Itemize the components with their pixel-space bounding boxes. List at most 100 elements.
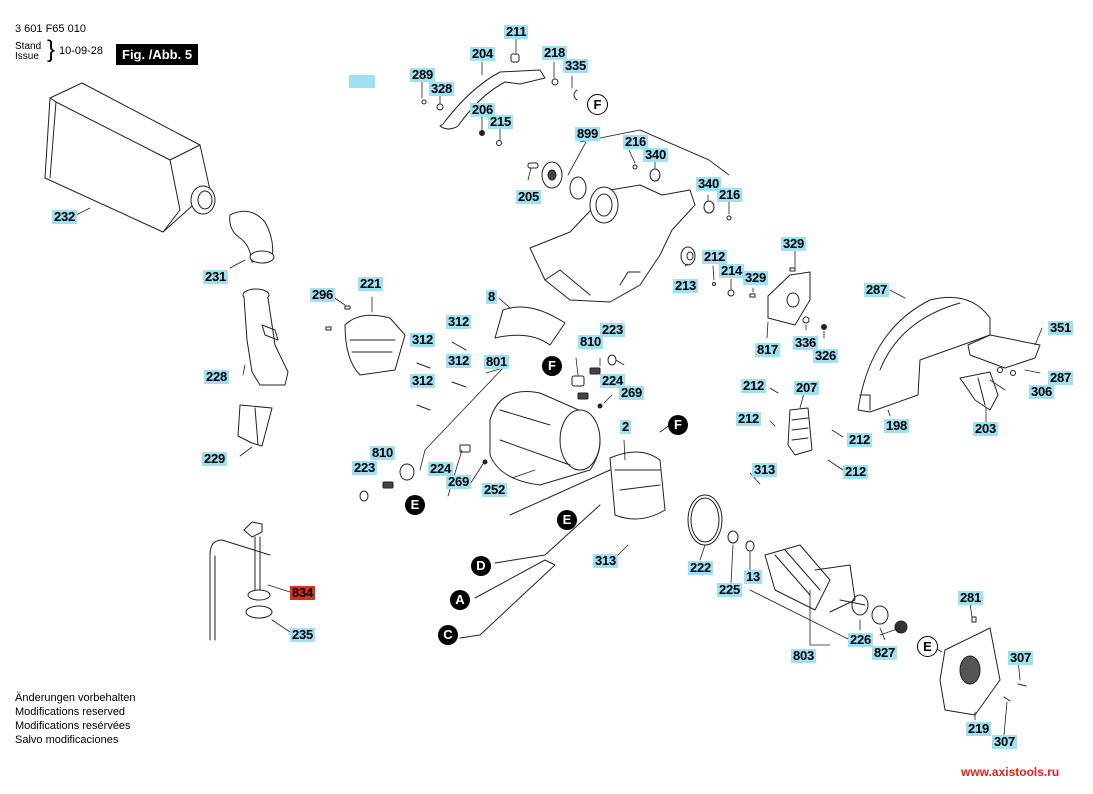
- connector-a[interactable]: A: [450, 590, 470, 610]
- callout-223b[interactable]: 223: [352, 460, 378, 475]
- part-198-upper-guard[interactable]: [857, 296, 991, 413]
- part-899-flange[interactable]: [541, 161, 587, 200]
- part-204-lever[interactable]: [439, 69, 546, 130]
- callout-827[interactable]: 827: [872, 645, 898, 660]
- callout-205[interactable]: 205: [516, 189, 542, 204]
- part-8-sheet[interactable]: [494, 306, 566, 346]
- callout-228[interactable]: 228: [204, 369, 230, 384]
- callout-269a[interactable]: 269: [619, 385, 645, 400]
- connector-f-brush[interactable]: F: [542, 356, 562, 376]
- part-231-elbow[interactable]: [229, 210, 275, 264]
- callout-213[interactable]: 213: [673, 278, 699, 293]
- callout-212b[interactable]: 212: [741, 378, 767, 393]
- callout-218[interactable]: 218: [542, 45, 568, 60]
- callout-899[interactable]: 899: [575, 126, 601, 141]
- callout-801[interactable]: 801: [484, 354, 510, 369]
- callout-223a[interactable]: 223: [600, 322, 626, 337]
- part-351-bracket[interactable]: [967, 334, 1041, 376]
- part-207-handle[interactable]: [787, 407, 813, 456]
- callout-207[interactable]: 207: [794, 380, 820, 395]
- callout-214[interactable]: 214: [719, 263, 745, 278]
- callout-216b[interactable]: 216: [717, 187, 743, 202]
- callout-329b[interactable]: 329: [743, 270, 769, 285]
- callout-231[interactable]: 231: [203, 269, 229, 284]
- callout-307a[interactable]: 307: [1008, 650, 1034, 665]
- part-817-plate[interactable]: [712, 267, 827, 330]
- connector-f-stator[interactable]: F: [668, 415, 688, 435]
- callout-336[interactable]: 336: [793, 335, 819, 350]
- callout-235[interactable]: 235: [290, 627, 316, 642]
- callout-328[interactable]: 328: [429, 81, 455, 96]
- callout-312a[interactable]: 312: [446, 314, 472, 329]
- part-801-motor-housing[interactable]: [489, 391, 601, 486]
- callout-225[interactable]: 225: [717, 582, 743, 597]
- connector-c[interactable]: C: [438, 625, 458, 645]
- part-228-chute[interactable]: [242, 288, 289, 386]
- connector-e-endcap[interactable]: E: [917, 636, 938, 657]
- callout-229[interactable]: 229: [202, 451, 228, 466]
- part-222-ring[interactable]: [687, 494, 723, 546]
- callout-212a[interactable]: 212: [702, 249, 728, 264]
- callout-312c[interactable]: 312: [446, 353, 472, 368]
- part-13-bearing[interactable]: [745, 540, 755, 552]
- callout-221[interactable]: 221: [358, 276, 384, 291]
- callout-312d[interactable]: 312: [410, 373, 436, 388]
- part-235-washer[interactable]: [245, 605, 273, 619]
- callout-810b[interactable]: 810: [370, 445, 396, 460]
- callout-340b[interactable]: 340: [696, 176, 722, 191]
- callout-252[interactable]: 252: [482, 482, 508, 497]
- callout-222[interactable]: 222: [688, 560, 714, 575]
- connector-d[interactable]: D: [471, 556, 491, 576]
- callout-211[interactable]: 211: [504, 24, 529, 39]
- callout-313a[interactable]: 313: [752, 462, 778, 477]
- callout-312b[interactable]: 312: [410, 332, 436, 347]
- callout-817[interactable]: 817: [755, 342, 781, 357]
- callout-306[interactable]: 306: [1029, 384, 1055, 399]
- part-834-hold-down-bolt[interactable]: [209, 521, 271, 641]
- callout-212c[interactable]: 212: [736, 411, 762, 426]
- callout-224b[interactable]: 224: [428, 461, 454, 476]
- callout-307b[interactable]: 307: [992, 734, 1018, 749]
- callout-219[interactable]: 219: [966, 721, 992, 736]
- callout-287b[interactable]: 287: [1048, 370, 1074, 385]
- callout-8[interactable]: 8: [486, 289, 498, 304]
- part-2-stator[interactable]: [609, 451, 666, 520]
- part-221-housing-cap[interactable]: [344, 314, 406, 376]
- callout-13[interactable]: 13: [744, 569, 763, 584]
- callout-810a[interactable]: 810: [578, 334, 604, 349]
- connector-f-top[interactable]: F: [587, 94, 608, 115]
- callout-212e[interactable]: 212: [843, 464, 869, 479]
- callout-287a[interactable]: 287: [864, 282, 890, 297]
- callout-313b[interactable]: 313: [593, 553, 619, 568]
- callout-281[interactable]: 281: [958, 590, 984, 605]
- connector-e-brush[interactable]: E: [405, 495, 425, 515]
- callout-269b[interactable]: 269: [446, 474, 472, 489]
- part-219-end-cap[interactable]: [939, 616, 1027, 716]
- callout-204[interactable]: 204: [470, 46, 496, 61]
- callout-206[interactable]: 206: [470, 102, 496, 117]
- callout-198[interactable]: 198: [884, 418, 910, 433]
- part-232-dust-bag[interactable]: [44, 82, 216, 233]
- callout-340a[interactable]: 340: [643, 147, 669, 162]
- callout-224a[interactable]: 224: [600, 373, 626, 388]
- callout-834-highlighted[interactable]: 834: [290, 585, 316, 600]
- part-213-bearing[interactable]: [680, 246, 696, 266]
- callout-2[interactable]: 2: [620, 419, 632, 434]
- part-blade-guard[interactable]: [529, 184, 696, 303]
- callout-212d[interactable]: 212: [847, 432, 873, 447]
- callout-215[interactable]: 215: [488, 114, 514, 129]
- callout-226[interactable]: 226: [848, 632, 874, 647]
- callout-216a[interactable]: 216: [623, 134, 649, 149]
- callout-232[interactable]: 232: [52, 209, 78, 224]
- connector-e-cable[interactable]: E: [557, 510, 577, 530]
- callout-203[interactable]: 203: [973, 421, 999, 436]
- part-225-bearing[interactable]: [727, 530, 739, 544]
- part-803-armature[interactable]: [764, 544, 866, 613]
- callout-326[interactable]: 326: [813, 348, 839, 363]
- part-203-clip[interactable]: [959, 371, 999, 411]
- callout-351[interactable]: 351: [1048, 320, 1074, 335]
- callout-329a[interactable]: 329: [781, 236, 807, 251]
- part-229-flap[interactable]: [237, 404, 273, 447]
- callout-289[interactable]: 289: [410, 67, 436, 82]
- website-link[interactable]: www.axistools.ru: [961, 765, 1060, 779]
